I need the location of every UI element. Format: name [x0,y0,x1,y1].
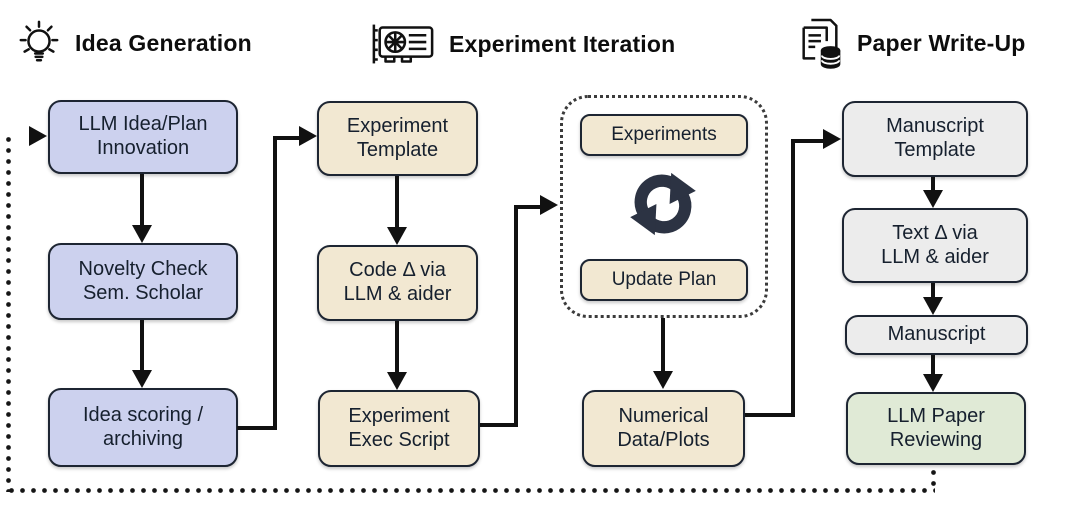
arrowhead-down-icon [923,297,943,315]
box-numerical-data-plots: Numerical Data/Plots [582,390,745,467]
arrow-mantpl-to-textdelta [931,177,935,193]
box-code-delta-llm-aider: Code Δ via LLM & aider [317,245,478,321]
box-experiments: Experiments [580,114,748,156]
arrowhead-down-icon [923,190,943,208]
section-header-paper-writeup: Paper Write-Up [796,16,1026,70]
arrow-template-to-code [395,176,399,230]
box-experiment-template: Experiment Template [317,101,478,176]
arrow-code-to-exec [395,321,399,375]
box-llm-idea-plan-innovation: LLM Idea/Plan Innovation [48,100,238,174]
arrowhead-down-icon [387,372,407,390]
arrowhead-right-icon [299,126,317,146]
arrowhead-right-icon [823,129,841,149]
arrow-loop-to-numdata [661,318,665,374]
feedback-dotted-left [6,134,11,492]
connector-exec-to-loop [518,205,542,209]
connector-scoring-to-exptemplate [237,426,277,430]
box-text-delta-llm-aider: Text Δ via LLM & aider [842,208,1028,283]
connector-exec-to-loop [480,423,518,427]
arrowhead-down-icon [923,374,943,392]
box-manuscript-template: Manuscript Template [842,101,1028,177]
arrowhead-down-icon [387,227,407,245]
lightbulb-icon [19,20,59,62]
gpu-icon [372,24,434,64]
arrow-idea-to-novelty [140,174,144,228]
box-novelty-check-sem-scholar: Novelty Check Sem. Scholar [48,243,238,320]
connector-numdata-to-mantemplate [745,413,795,417]
section-header-experiment-iteration: Experiment Iteration [370,20,675,68]
arrow-novelty-to-scoring [140,320,144,373]
feedback-dotted-from-review [931,467,936,491]
connector-scoring-to-exptemplate [277,136,301,140]
paper-stack-icon [802,18,841,69]
box-idea-scoring-archiving: Idea scoring / archiving [48,388,238,467]
cycle-arrows-icon [630,172,696,236]
connector-numdata-to-mantemplate [795,139,825,143]
box-llm-paper-reviewing: LLM Paper Reviewing [846,392,1026,465]
section-title: Experiment Iteration [449,30,676,57]
arrowhead-down-icon [653,371,673,389]
connector-scoring-to-exptemplate [273,136,277,430]
arrowhead-down-icon [132,370,152,388]
arrowhead-right-icon [540,195,558,215]
arrow-manuscript-to-review [931,355,935,377]
connector-numdata-to-mantemplate [791,139,795,417]
box-manuscript: Manuscript [845,315,1028,355]
connector-exec-to-loop [514,205,518,427]
arrowhead-down-icon [132,225,152,243]
section-title: Paper Write-Up [857,29,1026,56]
section-header-idea-generation: Idea Generation [16,18,252,68]
feedback-dotted-bottom [6,488,935,493]
box-update-plan: Update Plan [580,259,748,301]
box-experiment-exec-script: Experiment Exec Script [318,390,480,467]
experiment-loop-container [560,95,768,318]
section-title: Idea Generation [75,29,252,56]
arrow-textdelta-to-manuscript [931,283,935,300]
arrowhead-right-icon [29,126,47,146]
